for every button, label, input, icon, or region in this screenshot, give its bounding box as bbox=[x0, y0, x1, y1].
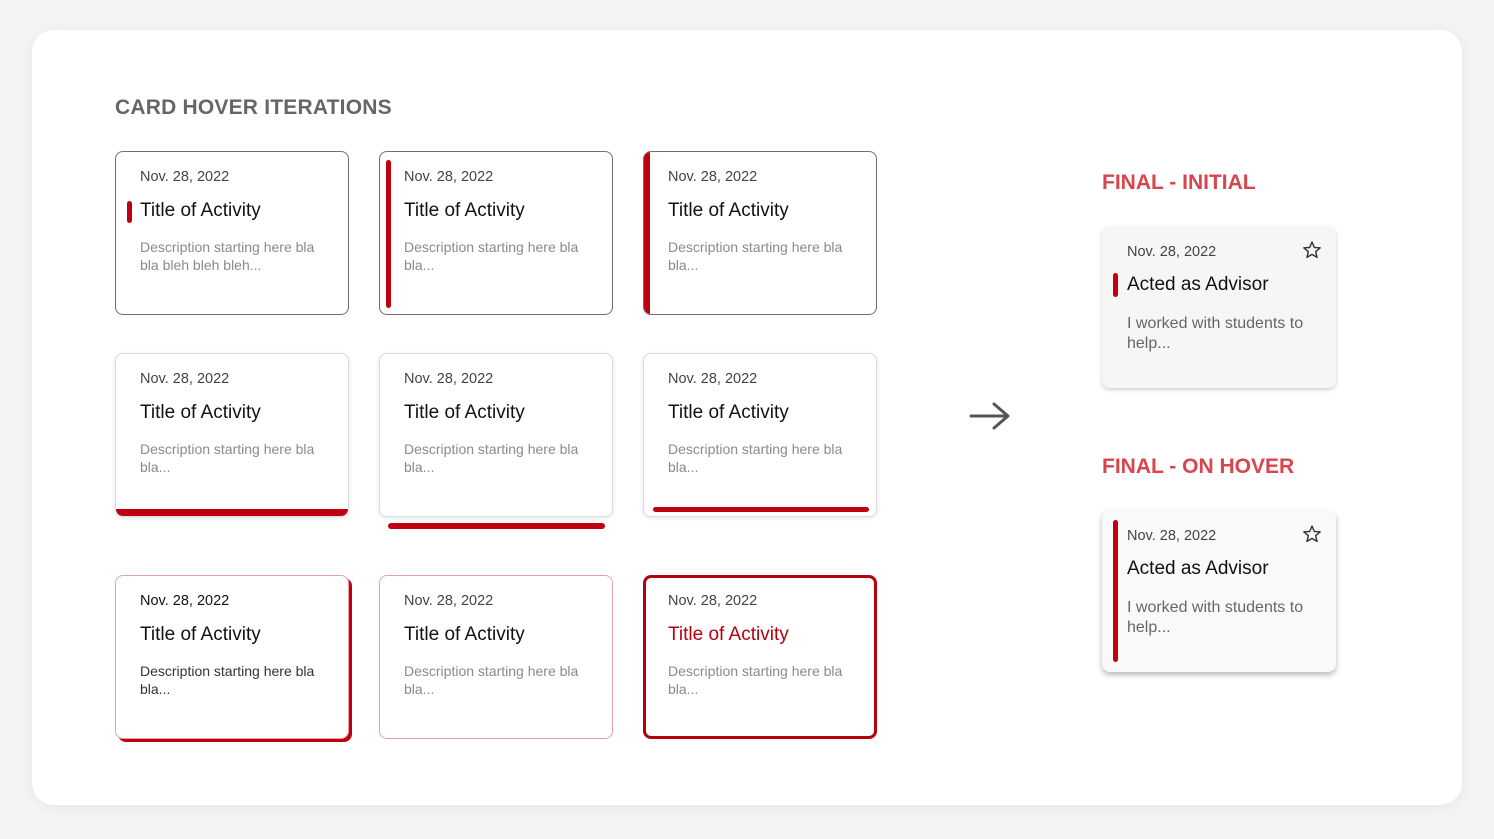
card-title: Title of Activity bbox=[668, 624, 789, 645]
card-iteration-8[interactable]: Nov. 28, 2022 Title of Activity Descript… bbox=[379, 575, 613, 739]
card-description: Description starting here bla bla bleh b… bbox=[140, 239, 315, 273]
card-date: Nov. 28, 2022 bbox=[668, 593, 758, 609]
accent-bar bbox=[127, 201, 132, 223]
star-outline-icon[interactable] bbox=[1302, 240, 1322, 260]
card-date: Nov. 28, 2022 bbox=[668, 371, 758, 387]
card-date: Nov. 28, 2022 bbox=[1127, 244, 1217, 260]
card-title: Title of Activity bbox=[668, 402, 789, 423]
card-date: Nov. 28, 2022 bbox=[404, 169, 494, 185]
final-hover-card[interactable]: Nov. 28, 2022 Acted as Advisor I worked … bbox=[1102, 510, 1336, 672]
card-description: Description starting here bla bla... bbox=[404, 239, 579, 273]
card-description: Description starting here bla bla... bbox=[404, 663, 579, 697]
card-date: Nov. 28, 2022 bbox=[668, 169, 758, 185]
final-initial-label: FINAL - INITIAL bbox=[1102, 171, 1256, 194]
card-date: Nov. 28, 2022 bbox=[1127, 528, 1217, 544]
final-hover-label: FINAL - ON HOVER bbox=[1102, 455, 1295, 478]
card-title: Title of Activity bbox=[140, 624, 261, 645]
card-description: Description starting here bla bla... bbox=[668, 239, 843, 273]
card-description: Description starting here bla bla... bbox=[404, 441, 579, 475]
card-title: Acted as Advisor bbox=[1127, 558, 1269, 579]
card-title: Title of Activity bbox=[404, 624, 525, 645]
card-description: I worked with students to help... bbox=[1127, 599, 1304, 636]
accent-underline bbox=[388, 523, 605, 529]
star-outline-icon[interactable] bbox=[1302, 524, 1322, 544]
card-title: Title of Activity bbox=[404, 402, 525, 423]
card-date: Nov. 28, 2022 bbox=[140, 169, 230, 185]
accent-bar bbox=[644, 152, 650, 314]
accent-bar bbox=[386, 160, 391, 308]
card-iteration-5[interactable]: Nov. 28, 2022 Title of Activity Descript… bbox=[379, 353, 613, 517]
section-title: CARD HOVER ITERATIONS bbox=[115, 96, 392, 119]
accent-bar bbox=[116, 509, 348, 516]
final-initial-card[interactable]: Nov. 28, 2022 Acted as Advisor I worked … bbox=[1102, 226, 1336, 388]
card-iteration-3[interactable]: Nov. 28, 2022 Title of Activity Descript… bbox=[643, 151, 877, 315]
card-iteration-6[interactable]: Nov. 28, 2022 Title of Activity Descript… bbox=[643, 353, 877, 517]
card-title: Title of Activity bbox=[140, 200, 261, 221]
card-title: Acted as Advisor bbox=[1127, 274, 1269, 295]
card-date: Nov. 28, 2022 bbox=[404, 371, 494, 387]
card-iteration-2[interactable]: Nov. 28, 2022 Title of Activity Descript… bbox=[379, 151, 613, 315]
card-description: Description starting here bla bla... bbox=[140, 663, 315, 697]
card-description: Description starting here bla bla... bbox=[668, 441, 843, 475]
card-description: Description starting here bla bla... bbox=[668, 663, 843, 697]
card-date: Nov. 28, 2022 bbox=[140, 371, 230, 387]
card-iteration-7[interactable]: Nov. 28, 2022 Title of Activity Descript… bbox=[115, 575, 349, 739]
card-description: I worked with students to help... bbox=[1127, 315, 1304, 352]
card-iteration-4[interactable]: Nov. 28, 2022 Title of Activity Descript… bbox=[115, 353, 349, 517]
card-description: Description starting here bla bla... bbox=[140, 441, 315, 475]
card-title: Title of Activity bbox=[140, 402, 261, 423]
accent-bar bbox=[1113, 273, 1118, 297]
arrow-right-icon bbox=[969, 402, 1010, 430]
card-date: Nov. 28, 2022 bbox=[140, 593, 230, 609]
card-date: Nov. 28, 2022 bbox=[404, 593, 494, 609]
card-title: Title of Activity bbox=[404, 200, 525, 221]
card-iteration-9[interactable]: Nov. 28, 2022 Title of Activity Descript… bbox=[643, 575, 877, 739]
card-iteration-1[interactable]: Nov. 28, 2022 Title of Activity Descript… bbox=[115, 151, 349, 315]
accent-bar bbox=[653, 507, 869, 512]
accent-bar bbox=[1113, 520, 1118, 662]
card-title: Title of Activity bbox=[668, 200, 789, 221]
